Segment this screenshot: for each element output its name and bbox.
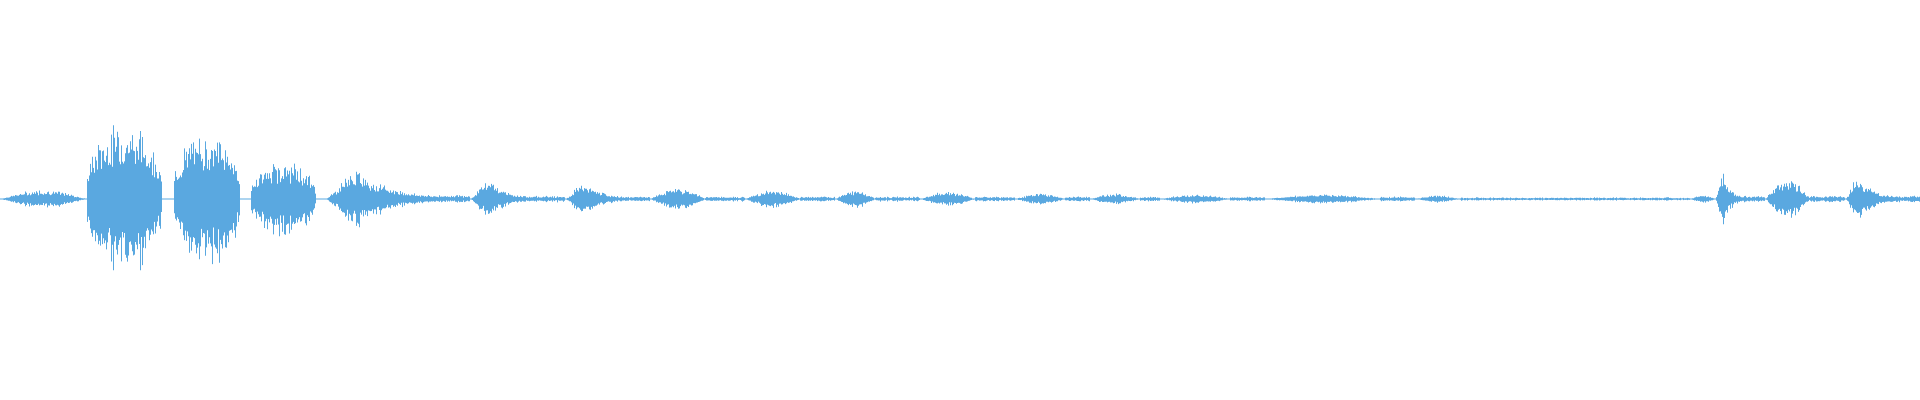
waveform-samples <box>0 125 1920 271</box>
